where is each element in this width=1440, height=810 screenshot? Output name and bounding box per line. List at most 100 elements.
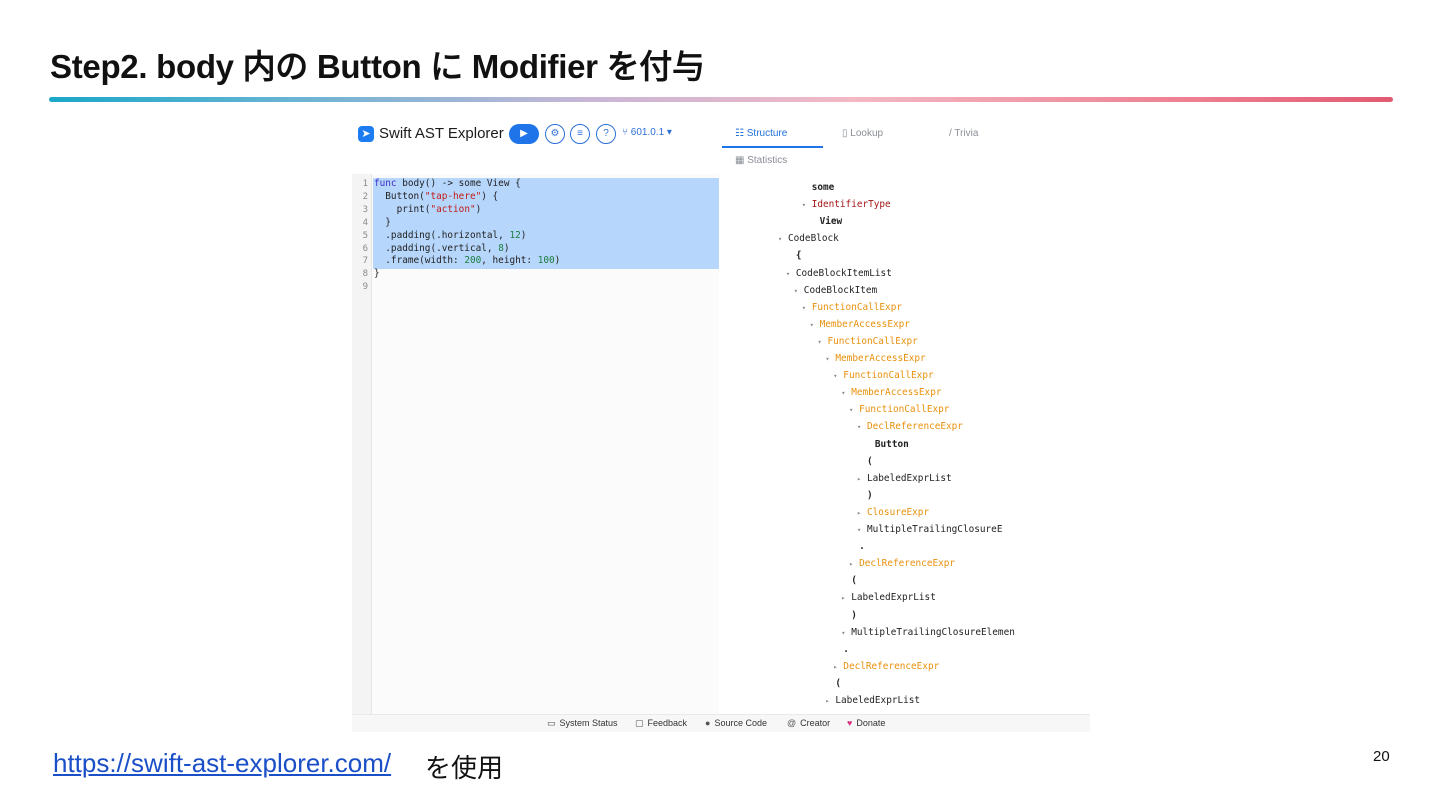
tree-node-label: LabeledExprList <box>851 592 936 604</box>
tree-node[interactable]: ▸ ClosureExpr <box>857 507 929 518</box>
comment-icon: ▢ <box>635 718 644 728</box>
tree-node[interactable]: ▸ LabeledExprList <box>841 592 936 603</box>
tab-statistics[interactable]: ▦ Statistics <box>735 155 788 166</box>
format-icon[interactable]: ≡ <box>570 124 590 144</box>
tree-node-label: { <box>795 250 802 262</box>
slash-icon: / <box>949 128 955 139</box>
source-code-link[interactable]: ●Source Code <box>705 718 767 728</box>
chevron-down-icon[interactable]: ▾ <box>817 337 822 346</box>
code-line: .padding(.vertical, 8) <box>374 242 510 254</box>
tree-node: ) <box>851 610 857 621</box>
run-button[interactable]: ▶ <box>509 124 539 144</box>
tree-node: . <box>859 541 865 552</box>
tree-node-label: ( <box>835 677 842 689</box>
tree-node[interactable]: ▾CodeBlockItemList <box>786 268 892 279</box>
tree-node[interactable]: ▾ IdentifierType <box>802 199 891 210</box>
chevron-right-icon[interactable]: ▸ <box>833 662 838 671</box>
chevron-down-icon[interactable]: ▾ <box>785 269 791 278</box>
settings-icon[interactable]: ⚙ <box>545 124 565 144</box>
tree-node-label: LabeledExprList <box>835 695 921 706</box>
tree-node-label: FunctionCallExpr <box>843 370 934 382</box>
tree-node-label: View <box>819 216 843 228</box>
code-line: .frame(width: 200, height: 100) <box>374 255 561 267</box>
tree-node-label: MemberAccessExpr <box>835 353 926 364</box>
tree-node-label: MultipleTrailingClosureElemen <box>851 626 1015 638</box>
tree-node-label: ) <box>867 489 873 501</box>
chevron-down-icon[interactable]: ▾ <box>841 389 846 398</box>
tree-node[interactable]: ▸ DeclReferenceExpr <box>849 558 955 569</box>
line-number: 7 <box>362 256 368 267</box>
tree-node: . <box>843 644 849 655</box>
tree-node[interactable]: ▾CodeBlockItem <box>794 285 877 296</box>
tree-node-label: some <box>811 182 835 193</box>
chevron-down-icon[interactable]: ▾ <box>857 526 862 534</box>
code-line: } <box>374 216 391 228</box>
feedback-link[interactable]: ▢Feedback <box>635 718 688 728</box>
status-icon: ▭ <box>547 718 556 728</box>
tree-node-label: MemberAccessExpr <box>851 387 942 399</box>
tree-node[interactable]: ▾DeclReferenceExpr <box>857 421 963 432</box>
chevron-down-icon[interactable]: ▾ <box>809 320 814 329</box>
link-suffix: を使用 <box>425 753 504 783</box>
version-selector[interactable]: ⑂ 601.0.1 ▾ <box>622 127 672 138</box>
chevron-right-icon[interactable]: ▸ <box>857 508 862 517</box>
system-status-link[interactable]: ▭System Status <box>547 718 618 728</box>
tree-node[interactable]: ▾ FunctionCallExpr <box>833 370 933 381</box>
chevron-right-icon[interactable]: ▸ <box>841 594 846 603</box>
tree-node[interactable]: ▾ MultipleTrailingClosureElemen <box>841 627 1015 638</box>
tree-node[interactable]: ▸ DeclReferenceExpr <box>833 661 939 672</box>
chevron-down-icon[interactable]: ▾ <box>801 201 806 210</box>
tree-node-label: FunctionCallExpr <box>811 301 902 313</box>
chevron-down-icon[interactable]: ▾ <box>825 355 830 363</box>
tree-node[interactable]: ▸LabeledExprList <box>857 473 952 484</box>
tab-structure[interactable]: ☷ Structure <box>735 128 788 139</box>
footer-bar: ▭System Status ▢Feedback ●Source Code @C… <box>352 714 1090 732</box>
tab-lookup[interactable]: ▯ Lookup <box>842 128 884 139</box>
structure-icon: ☷ <box>735 128 747 139</box>
chevron-down-icon[interactable]: ▾ <box>801 303 806 312</box>
tree-node[interactable]: ▾CodeBlock <box>778 233 839 244</box>
help-icon[interactable]: ? <box>596 124 616 144</box>
code-line: func body() -> some View { <box>374 178 521 189</box>
github-icon: ● <box>705 718 711 728</box>
tree-node-label: ) <box>851 609 857 621</box>
active-tab-indicator <box>722 146 823 148</box>
tree-node-label: Button <box>874 438 909 450</box>
tree-node-label: . <box>859 541 865 553</box>
tree-node-label: ClosureExpr <box>867 506 930 518</box>
tree-node[interactable]: ▾ MultipleTrailingClosureE <box>857 524 1002 535</box>
tree-node[interactable]: ▾ MemberAccessExpr <box>825 353 925 364</box>
chevron-down-icon[interactable]: ▾ <box>841 628 846 637</box>
tree-node[interactable]: ▾ FunctionCallExpr <box>802 302 902 313</box>
tree-node[interactable]: ▾FunctionCallExpr <box>818 336 918 347</box>
swift-logo-icon: ➤ <box>358 126 374 142</box>
slide-title: Step2. body 内の Button に Modifier を付与 <box>50 48 705 85</box>
chevron-down-icon[interactable]: ▾ <box>849 406 854 415</box>
page-number: 20 <box>1373 748 1390 765</box>
tree-node[interactable]: ▾ FunctionCallExpr <box>849 404 949 415</box>
chevron-down-icon[interactable]: ▾ <box>778 235 783 244</box>
tree-node-label: MultipleTrailingClosureE <box>867 524 1003 535</box>
chevron-down-icon[interactable]: ▾ <box>857 423 862 432</box>
tree-node[interactable]: ▾ MemberAccessExpr <box>841 387 941 398</box>
tree-node-label: DeclReferenceExpr <box>859 558 956 570</box>
tree-node-label: IdentifierType <box>811 199 891 211</box>
chevron-down-icon[interactable]: ▾ <box>833 372 838 381</box>
tree-node[interactable]: ▸ LabeledExprList <box>825 695 920 706</box>
tree-node-label: FunctionCallExpr <box>859 404 950 416</box>
code-line: print("action") <box>374 203 482 215</box>
tree-node-label: DeclReferenceExpr <box>843 660 940 672</box>
chevron-down-icon[interactable]: ▾ <box>793 286 799 295</box>
chevron-right-icon[interactable]: ▸ <box>849 560 854 569</box>
line-number: 4 <box>362 217 368 228</box>
donate-link[interactable]: ♥Donate <box>847 718 886 728</box>
tab-trivia[interactable]: / Trivia <box>949 128 979 139</box>
chevron-right-icon[interactable]: ▸ <box>825 697 830 705</box>
chevron-right-icon[interactable]: ▸ <box>857 474 862 483</box>
tree-node[interactable]: ▾MemberAccessExpr <box>810 319 910 330</box>
code-line: } <box>374 268 380 280</box>
line-number: 8 <box>362 269 368 280</box>
explorer-link[interactable]: https://swift-ast-explorer.com/ <box>53 748 392 778</box>
creator-link[interactable]: @Creator <box>787 718 831 728</box>
